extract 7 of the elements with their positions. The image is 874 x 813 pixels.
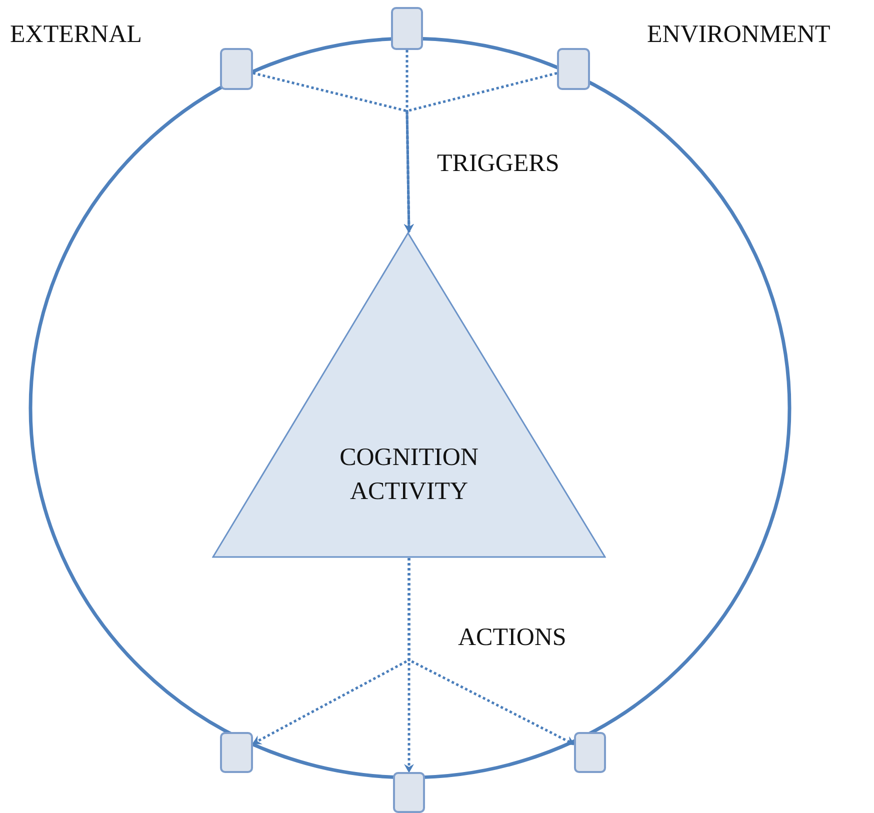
dotted-arrow: [404, 72, 558, 233]
node-label: COGNITION ACTIVITY: [338, 442, 480, 507]
edge-label: TRIGGERS: [437, 149, 560, 179]
dotted-arrow: [408, 558, 575, 746]
corner-label: EXTERNAL: [10, 20, 142, 50]
edge-label: ACTIONS: [458, 623, 566, 653]
corner-label: ENVIRONMENT: [647, 20, 830, 50]
